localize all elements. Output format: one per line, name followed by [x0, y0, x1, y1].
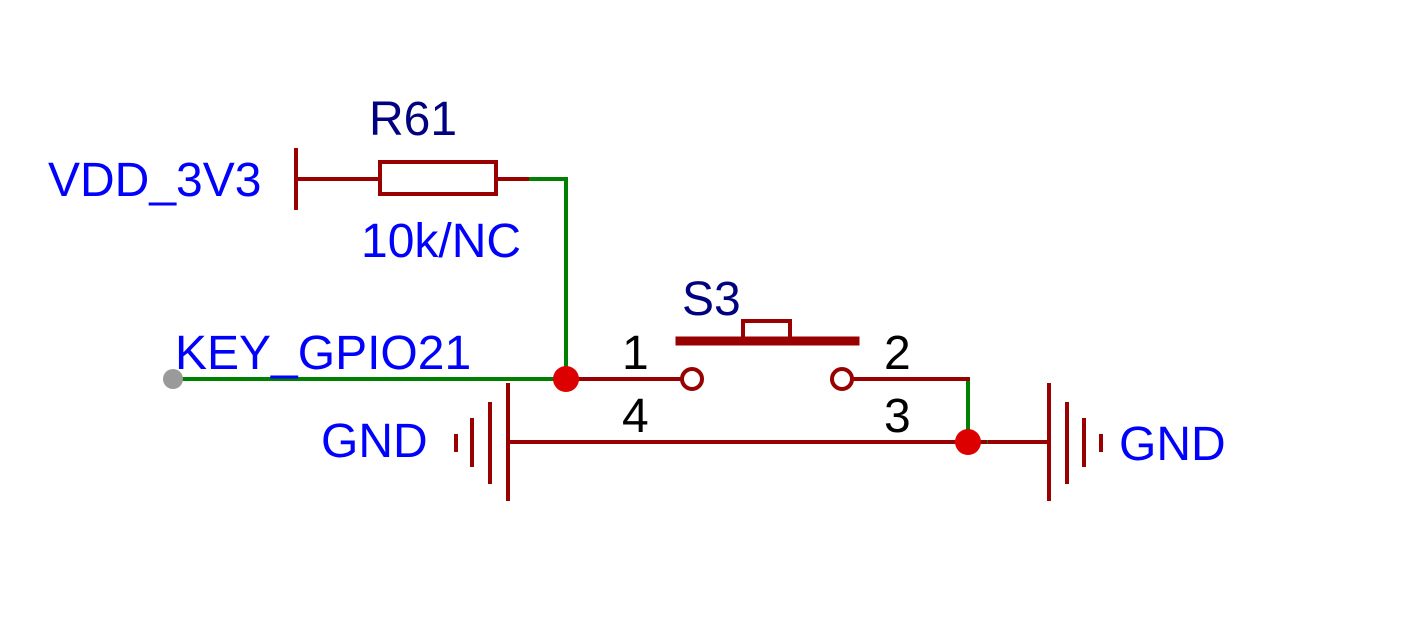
switch-plunger: [741, 319, 792, 343]
wires: [173, 177, 992, 445]
pin-number-2: 2: [884, 327, 911, 380]
pin-number-3: 3: [884, 390, 911, 443]
switch-designator: S3: [682, 273, 741, 326]
net-label-gnd-right: GND: [1119, 418, 1226, 471]
resistor-designator: R61: [369, 93, 457, 146]
net-label-gnd-left: GND: [321, 415, 428, 468]
junction-dot-gpio: [553, 366, 579, 392]
pin-number-4: 4: [622, 390, 649, 443]
components: [294, 148, 1051, 444]
net-label-key-gpio21: KEY_GPIO21: [175, 327, 471, 380]
junction-dot-gnd: [955, 429, 981, 455]
resistor-body: [378, 160, 498, 196]
gnd-symbol-left: [454, 383, 510, 501]
port-terminal-dot: [163, 369, 183, 389]
switch-contact-1: [680, 367, 704, 391]
switch-contact-2: [830, 367, 854, 391]
gnd-symbol-right: [1047, 383, 1103, 501]
resistor-value: 10k/NC: [361, 215, 521, 268]
net-label-vdd-3v3: VDD_3V3: [48, 154, 261, 207]
pin-number-1: 1: [622, 327, 649, 380]
